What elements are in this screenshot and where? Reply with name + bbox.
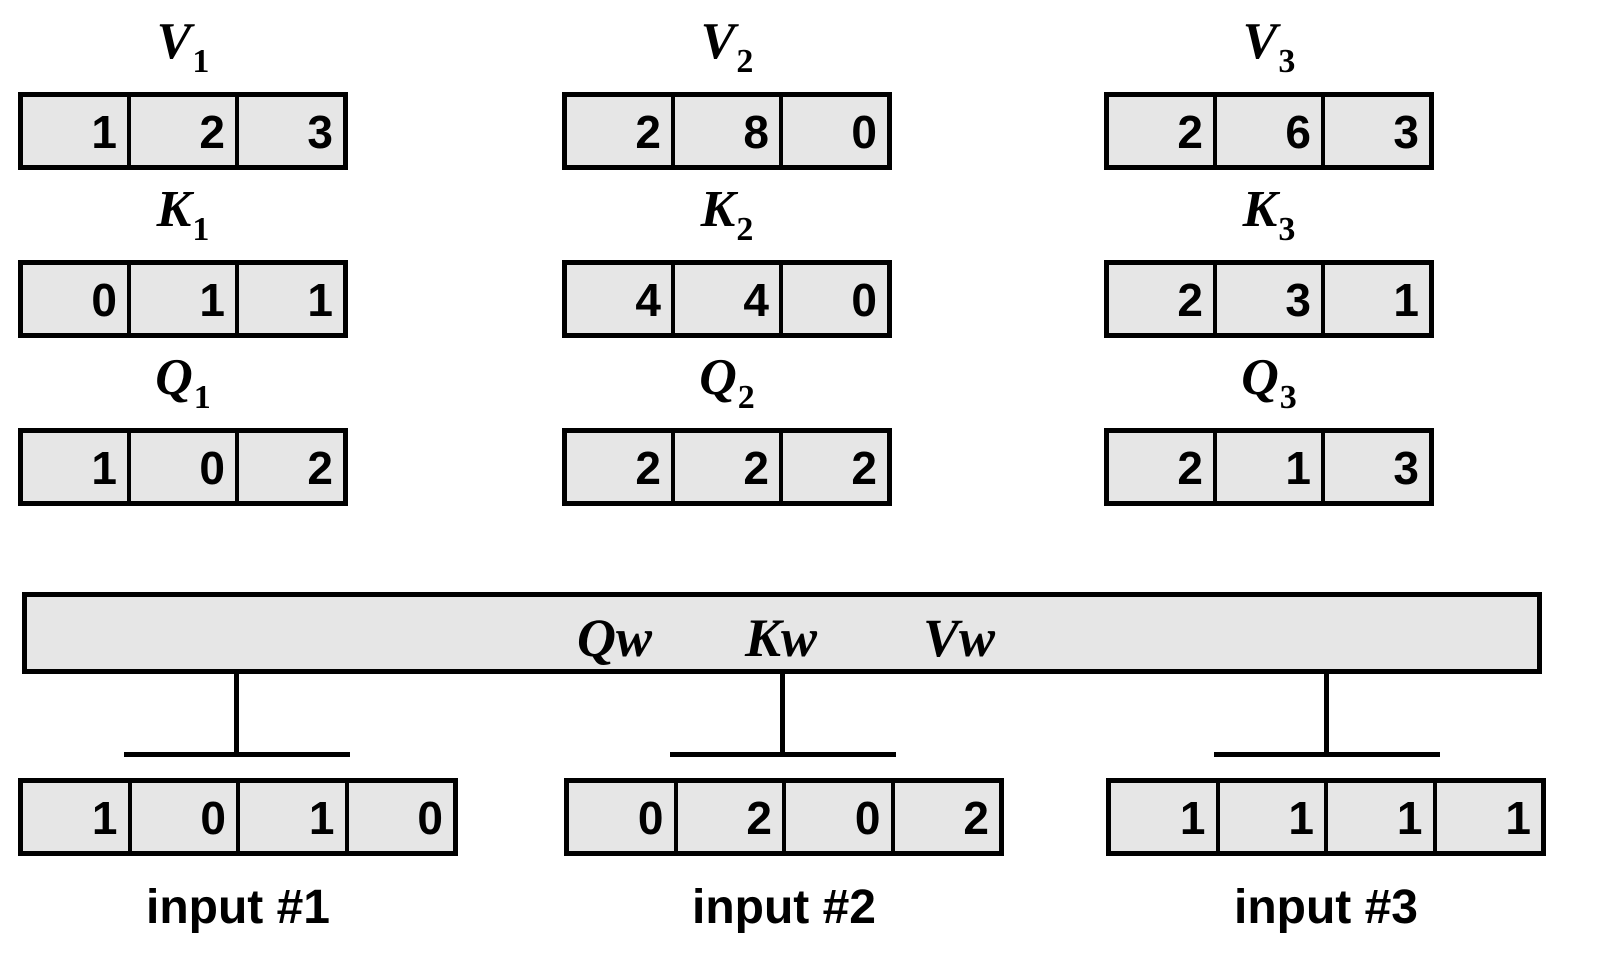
vector-cell: 1 — [23, 97, 131, 165]
vector-cell: 0 — [786, 783, 895, 851]
input-3-label: input #3 — [1233, 881, 1418, 934]
vector-cell: 1 — [307, 274, 333, 326]
v2-label: V2 — [700, 13, 754, 80]
v2-vector: 2 8 0 — [562, 92, 892, 170]
vector-cell: 3 — [307, 106, 333, 158]
vector-cell: 4 — [567, 265, 675, 333]
connector-stem-2 — [780, 674, 785, 756]
vector-cell: 2 — [1109, 97, 1217, 165]
v1-vector: 1 2 3 — [18, 92, 348, 170]
vector-cell: 0 — [569, 783, 678, 851]
q2-vector: 2 2 2 — [562, 428, 892, 506]
vector-cell: 2 — [1109, 265, 1217, 333]
vector-cell: 0 — [851, 106, 877, 158]
vector-cell: 1 — [240, 783, 349, 851]
k1-label: K1 — [156, 181, 210, 248]
vector-cell: 1 — [131, 265, 239, 333]
vector-cell: 2 — [963, 792, 989, 844]
input-1-label: input #1 — [145, 881, 330, 934]
vector-cell: 1 — [23, 783, 132, 851]
q3-label: Q3 — [1241, 349, 1297, 416]
input-3-vector: 1 1 1 1 — [1106, 778, 1546, 856]
vector-cell: 3 — [1393, 442, 1419, 494]
v1-label: V1 — [156, 13, 210, 80]
input-1-vector: 1 0 1 0 — [18, 778, 458, 856]
vector-cell: 2 — [567, 97, 675, 165]
vector-cell: 2 — [131, 97, 239, 165]
v3-vector: 2 6 3 — [1104, 92, 1434, 170]
vector-cell: 3 — [1217, 265, 1325, 333]
vector-cell: 0 — [131, 433, 239, 501]
vector-cell: 1 — [1393, 274, 1419, 326]
k3-vector: 2 3 1 — [1104, 260, 1434, 338]
vector-cell: 1 — [1217, 433, 1325, 501]
vector-cell: 0 — [851, 274, 877, 326]
vector-cell: 2 — [307, 442, 333, 494]
k1-vector: 0 1 1 — [18, 260, 348, 338]
q1-label: Q1 — [155, 349, 211, 416]
vector-cell: 2 — [675, 433, 783, 501]
vector-cell: 4 — [675, 265, 783, 333]
connector-bar-1 — [124, 752, 350, 757]
v3-label: V3 — [1242, 13, 1296, 80]
vector-cell: 6 — [1217, 97, 1325, 165]
vector-cell: 3 — [1393, 106, 1419, 158]
vector-cell: 0 — [132, 783, 240, 851]
vector-cell: 1 — [1328, 783, 1437, 851]
connector-stem-3 — [1324, 674, 1329, 756]
vector-cell: 8 — [675, 97, 783, 165]
kw-label: Kw — [745, 608, 818, 668]
vector-cell: 2 — [1109, 433, 1217, 501]
q3-vector: 2 1 3 — [1104, 428, 1434, 506]
vector-cell: 1 — [1111, 783, 1220, 851]
vector-cell: 1 — [23, 433, 131, 501]
k3-label: K3 — [1242, 181, 1296, 248]
k2-vector: 4 4 0 — [562, 260, 892, 338]
weight-matrices-bar: Qw Kw Vw — [22, 592, 1542, 674]
input-2-vector: 0 2 0 2 — [564, 778, 1004, 856]
qw-label: Qw — [577, 608, 653, 668]
q2-label: Q2 — [699, 349, 755, 416]
vector-cell: 1 — [1220, 783, 1328, 851]
vector-cell: 2 — [851, 442, 877, 494]
q1-vector: 1 0 2 — [18, 428, 348, 506]
connector-bar-3 — [1214, 752, 1440, 757]
connector-stem-1 — [234, 674, 239, 756]
vector-cell: 2 — [678, 783, 786, 851]
vector-cell: 1 — [1505, 792, 1531, 844]
vector-cell: 0 — [23, 265, 131, 333]
connector-bar-2 — [670, 752, 896, 757]
input-2-label: input #2 — [691, 881, 876, 934]
vector-cell: 0 — [417, 792, 443, 844]
vw-label: Vw — [923, 608, 996, 668]
vector-cell: 2 — [567, 433, 675, 501]
k2-label: K2 — [700, 181, 754, 248]
